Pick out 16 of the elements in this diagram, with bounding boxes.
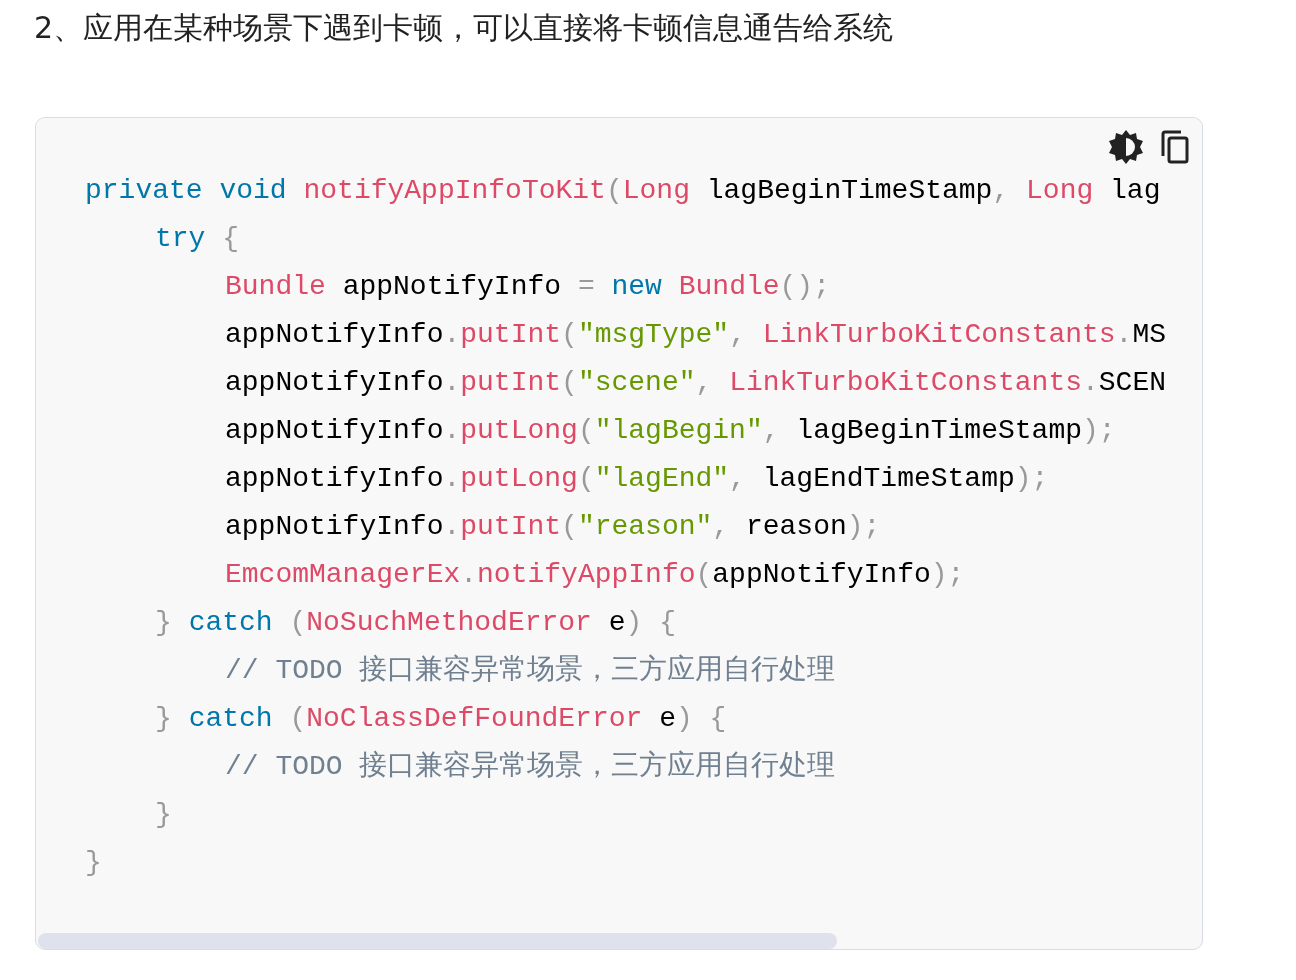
code-line: } [155, 798, 172, 832]
code-line: appNotifyInfo.putInt("reason", reason); [225, 510, 881, 544]
heading: 2、应用在某种场景下遇到卡顿，可以直接将卡顿信息通告给系统 [34, 9, 894, 47]
code-line: appNotifyInfo.putLong("lagEnd", lagEndTimeStamp); [225, 462, 1049, 496]
code-line: EmcomManagerEx.notifyAppInfo(appNotifyInfo); [225, 558, 965, 592]
code-line: try { [155, 222, 240, 256]
code-line: appNotifyInfo.putLong("lagBegin", lagBeginTimeStamp); [225, 414, 1116, 448]
code-line: private void notifyAppInfoToKit(Long lagBeginTimeStamp, Long lag [85, 174, 1161, 208]
code-line: } catch (NoClassDefFoundError e) { [155, 702, 727, 736]
code-line: appNotifyInfo.putInt("scene", LinkTurboKitConstants.SCEN [225, 366, 1167, 400]
code-line: appNotifyInfo.putInt("msgType", LinkTurboKitConstants.MS [225, 318, 1167, 352]
code-line: Bundle appNotifyInfo = new Bundle(); [225, 270, 830, 304]
code-comment: // TODO 接口兼容异常场景，三方应用自行处理 [225, 653, 836, 688]
code-line: } [85, 846, 102, 880]
code-comment: // TODO 接口兼容异常场景，三方应用自行处理 [225, 749, 836, 784]
code-line: } catch (NoSuchMethodError e) { [155, 606, 676, 640]
